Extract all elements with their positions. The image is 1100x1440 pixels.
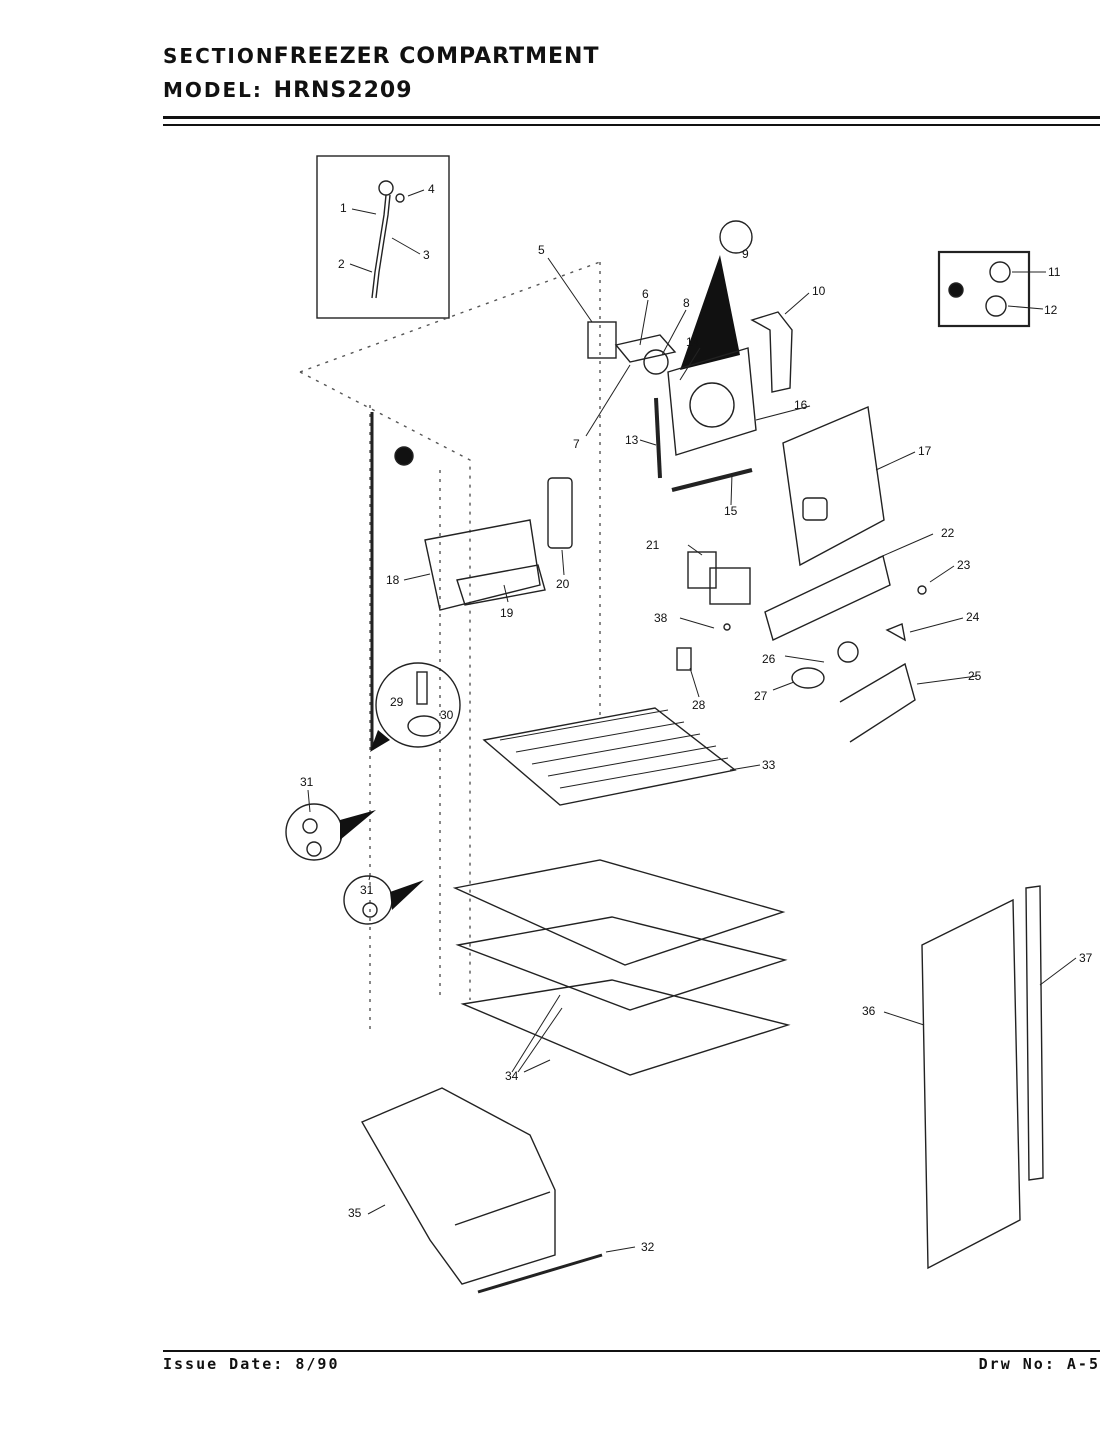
callout-35: 35 (348, 1206, 362, 1220)
callout-30: 30 (440, 708, 454, 722)
callout-20: 20 (556, 577, 570, 591)
thermostat (587, 321, 617, 359)
tube (371, 194, 387, 299)
drawing-number: Drw No: A-5 (978, 1355, 1100, 1373)
shelf-34b (455, 916, 788, 1011)
leader-lines (307, 189, 1077, 1253)
callout-11: 11 (1048, 265, 1061, 279)
callout-14: 14 (686, 335, 700, 349)
door-shelf-18 (424, 519, 541, 611)
bulb-27 (791, 667, 825, 689)
part-13 (654, 397, 662, 479)
callout-7: 7 (573, 437, 580, 451)
shelf-34a (452, 859, 786, 966)
liner-panel-36 (921, 898, 1021, 1270)
callout-8: 8 (683, 296, 690, 310)
callout-16: 16 (794, 398, 808, 412)
wire-shelf-33 (482, 707, 737, 806)
callout-24: 24 (966, 610, 980, 624)
callout-3: 3 (423, 248, 430, 262)
callout-5: 5 (538, 243, 545, 257)
issue-date: Issue Date: 8/90 (163, 1355, 340, 1373)
callout-labels: 1 2 3 4 5 6 7 8 9 10 11 12 13 14 15 16 1… (300, 182, 1093, 1254)
callout-25: 25 (968, 669, 982, 683)
shelf-bracket-20 (547, 477, 573, 549)
cabinet-outline (299, 261, 601, 1030)
callout-31a: 31 (300, 775, 314, 789)
header-rule-top (163, 116, 1100, 119)
lamp-shield-25 (839, 662, 916, 743)
callout-9: 9 (742, 247, 749, 261)
key-icon-11 (989, 261, 1011, 283)
shelf-34c (460, 979, 791, 1076)
callout-32: 32 (641, 1240, 655, 1254)
callout-19: 19 (500, 606, 514, 620)
panel-grille (802, 497, 828, 521)
callout-4: 4 (428, 182, 435, 196)
bracket-10 (750, 311, 793, 393)
callout-28: 28 (692, 698, 706, 712)
evaporator-plate (667, 347, 757, 456)
callout-26: 26 (762, 652, 776, 666)
model-value: HRNS2209 (273, 78, 413, 103)
detail-pointer (680, 255, 740, 370)
inset-valve-box (316, 155, 450, 319)
callout-6: 6 (642, 287, 649, 301)
callout-23: 23 (957, 558, 971, 572)
callout-1: 1 (340, 201, 347, 215)
callout-22: 22 (941, 526, 955, 540)
callout-34: 34 (505, 1069, 519, 1083)
callout-31b: 31 (360, 883, 374, 897)
valve-knob (378, 180, 394, 196)
section-heading: SECTION: FREEZER COMPARTMENT (163, 44, 599, 69)
socket-26 (837, 641, 859, 663)
fan-detail (719, 220, 753, 254)
fan-blade (643, 349, 669, 375)
section-label: SECTION: (163, 44, 285, 68)
callout-38: 38 (654, 611, 668, 625)
rear-panel-17 (782, 406, 885, 567)
part-15 (671, 468, 753, 492)
callout-18: 18 (386, 573, 400, 587)
part-28 (676, 647, 692, 671)
callout-12: 12 (1044, 303, 1058, 317)
callout-15: 15 (724, 504, 738, 518)
header-rule-bottom (163, 124, 1100, 126)
callout-37: 37 (1079, 951, 1093, 965)
strip-32 (477, 1253, 603, 1294)
model-label: MODEL: (163, 78, 263, 102)
fan-bracket (614, 334, 677, 363)
callout-2: 2 (338, 257, 345, 271)
liner-marker (394, 446, 414, 466)
callout-10: 10 (812, 284, 826, 298)
bin-35 (360, 1087, 556, 1285)
callout-17: 17 (918, 444, 932, 458)
section-value: FREEZER COMPARTMENT (273, 44, 600, 69)
strip-37 (1025, 885, 1044, 1181)
callout-13: 13 (625, 433, 639, 447)
callout-27: 27 (754, 689, 768, 703)
detail-circle-29-30 (375, 662, 461, 748)
shelf-19 (456, 564, 546, 606)
footer-rule (163, 1350, 1100, 1352)
model-heading: MODEL: HRNS2209 (163, 78, 413, 103)
inset-key-box (937, 250, 1031, 328)
numbered-marker (948, 282, 964, 298)
callout-29: 29 (390, 695, 404, 709)
callout-36: 36 (862, 1004, 876, 1018)
light-bracket-22 (764, 554, 891, 641)
callout-21: 21 (646, 538, 660, 552)
key-icon-12 (985, 295, 1007, 317)
callout-33: 33 (762, 758, 776, 772)
control-21 (687, 551, 717, 589)
